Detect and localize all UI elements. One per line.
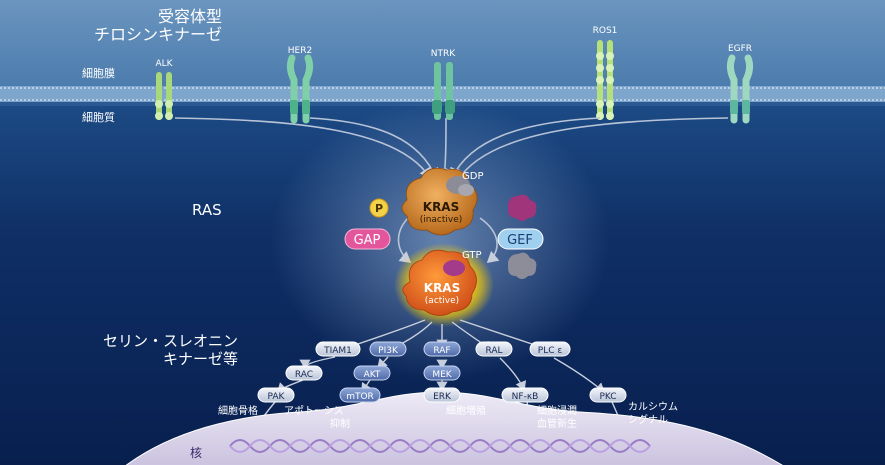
outcome-apoptosis-line2: 抑制 [330,417,350,430]
svg-text:RAF: RAF [433,346,450,356]
outcome-apoptosis-line1: アポトーシス [284,405,344,417]
receptor-label-her2: HER2 [288,46,312,56]
svg-text:RAC: RAC [295,370,313,380]
outcome-invasion-line2: 血管新生 [537,417,577,430]
kinase-pi3k: PI3K [369,341,407,357]
gap-protein: GAP [344,228,391,250]
svg-text:PI3K: PI3K [378,346,399,356]
kinase-akt: AKT [353,365,391,381]
kras-active-label: KRAS [424,281,460,295]
cytoplasm-label: 細胞質 [82,110,115,124]
phosphate-icon: P [369,198,389,218]
svg-text:mTOR: mTOR [346,392,374,402]
kinase-pak: PAK [257,387,295,403]
svg-text:GEF: GEF [507,233,533,248]
kinase-tiam1: TIAM1 [315,341,361,357]
svg-text:PLC ε: PLC ε [538,346,563,356]
serine-label-line1: セリン・スレオニン [103,332,238,350]
serine-label-line2: キナーゼ等 [163,350,238,368]
kinase-mtor: mTOR [339,387,381,403]
kinase-plc-epsilon: PLC ε [529,341,571,357]
receptor-label-ros1: ROS1 [593,26,618,36]
nucleus-label: 核 [190,446,202,460]
kras-inactive-state: (inactive) [420,215,463,225]
dna-helix [229,439,651,453]
kras-inactive-label: KRAS [423,200,459,214]
outcome-calcium-line1: カルシウム [628,401,678,413]
extracellular-region [0,0,885,86]
kinase-nfkb: NF-κB [501,387,549,403]
receptor-alk [155,72,173,120]
kinase-raf: RAF [423,341,461,357]
kras-active-state: (active) [425,296,459,306]
kinase-erk: ERK [423,387,461,403]
svg-text:RAL: RAL [485,346,502,356]
receptor-label-egfr: EGFR [728,44,752,54]
svg-text:TIAM1: TIAM1 [323,346,352,356]
kinase-ral: RAL [475,341,513,357]
kras-active [402,249,477,316]
outcome-proliferation: 細胞増殖 [446,404,486,417]
outcome-cytoskeleton: 細胞骨格 [218,404,258,417]
svg-text:PKC: PKC [599,392,616,402]
svg-text:ERK: ERK [433,392,452,402]
svg-text:GAP: GAP [354,233,381,248]
kras-halo [270,100,610,380]
header-title-line2: チロシンキナーゼ [94,25,222,44]
svg-text:PAK: PAK [268,392,286,402]
outcome-invasion-line1: 細胞浸潤 [537,404,577,417]
receptor-ros1 [596,40,614,120]
ras-label: RAS [192,201,222,219]
receptor-label-alk: ALK [155,59,173,69]
svg-text:NF-κB: NF-κB [512,392,539,402]
kinase-pkc: PKC [589,387,627,403]
receptor-label-ntrk: NTRK [431,49,456,59]
gtp-label: GTP [462,250,482,261]
gef-ligand-purple [508,194,537,221]
outcome-calcium-line2: シグナル [628,413,668,426]
receptor-ntrk [432,62,455,120]
svg-text:MEK: MEK [432,370,452,380]
receptor-her2 [286,54,314,124]
header-title-line1: 受容体型 [158,7,222,26]
membrane-label: 細胞膜 [82,67,115,80]
svg-text:AKT: AKT [364,370,381,380]
gdp-label: GDP [462,171,483,182]
kinase-mek: MEK [423,365,461,381]
kinase-rac: RAC [285,365,323,381]
gef-ligand-grey [508,252,537,279]
receptor-egfr [726,54,754,124]
gef-protein: GEF [497,228,544,250]
svg-text:P: P [375,202,383,215]
kras-inactive [401,167,478,236]
receptor-signal-arrows [174,117,729,182]
